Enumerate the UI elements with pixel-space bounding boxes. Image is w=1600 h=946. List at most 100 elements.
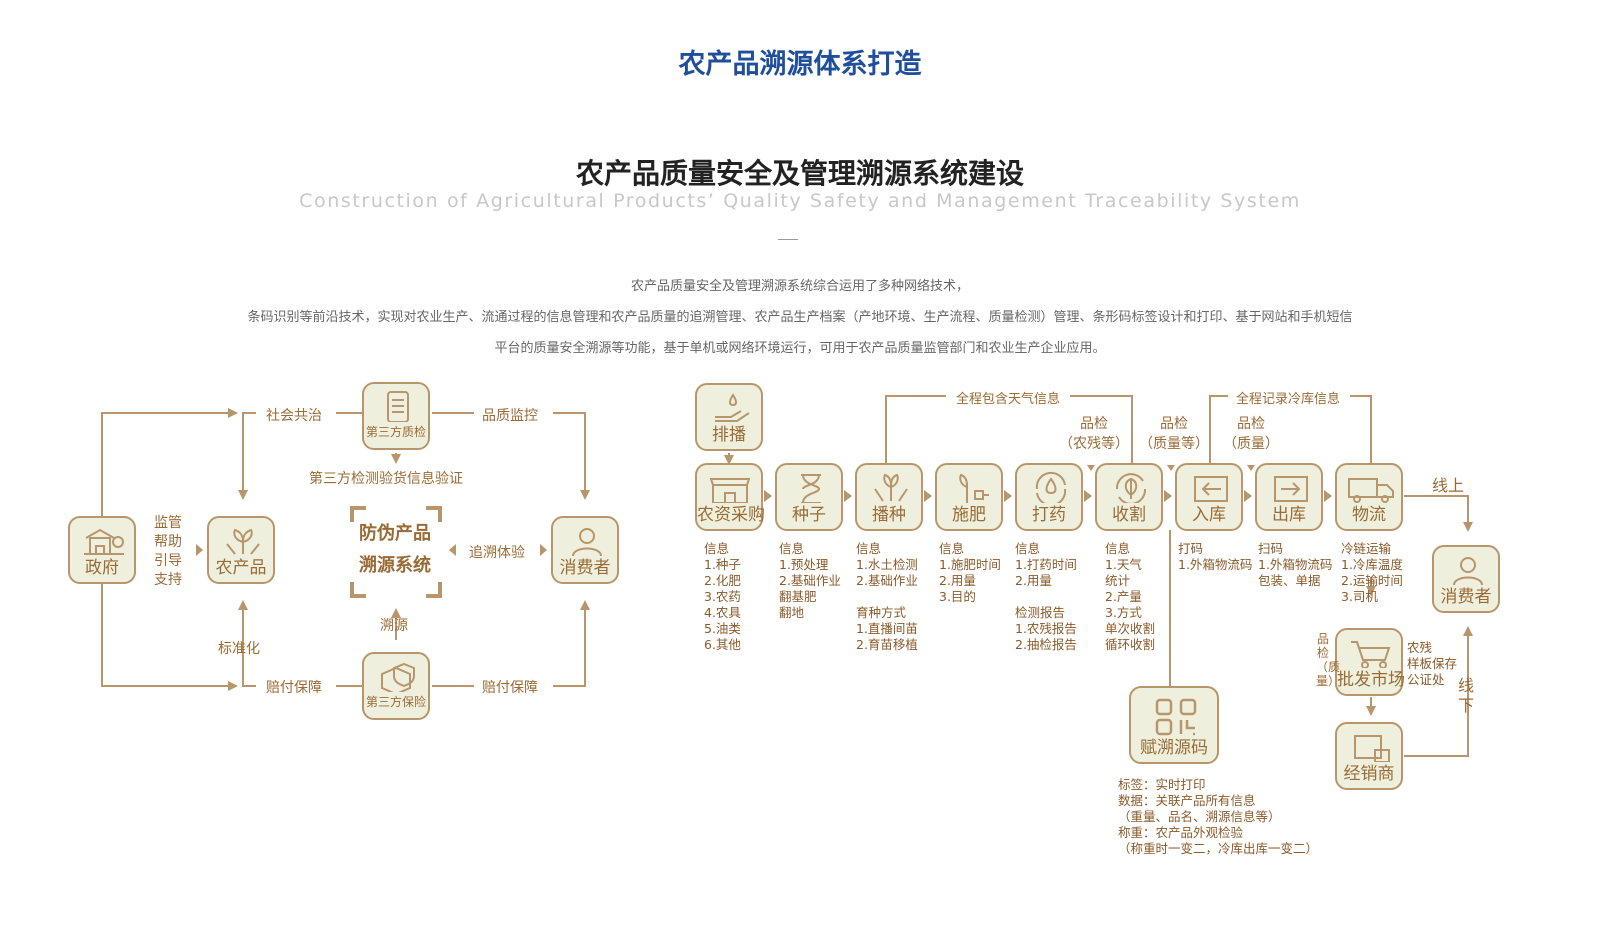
note-line: （称重时一变二，冷库出库一变二）	[1118, 841, 1319, 856]
third-party-qc-label: 第三方质检	[365, 425, 426, 439]
note-line: 2.运输时间	[1341, 573, 1403, 588]
qc-quality-label-2: 品检 （质量）	[1220, 414, 1282, 454]
note-line: 2.育苗移植	[856, 637, 918, 652]
social-governance-label: 社会共治	[266, 408, 322, 424]
qc-quality2-line-1: 品检	[1237, 416, 1265, 432]
note-line: 2.抽检报告	[1015, 637, 1077, 652]
note-line: 2.基础作业	[779, 573, 841, 588]
residue-line-3: 公证处	[1407, 672, 1445, 687]
note-line	[856, 589, 918, 605]
qc-side-label: 品检 （质量）	[1316, 632, 1340, 688]
note-line	[1015, 589, 1077, 605]
consumer-box-right: 消费者	[1432, 545, 1500, 613]
note-line: 1.施肥时间	[939, 557, 1001, 572]
step-label-harvest: 收割	[1112, 505, 1146, 525]
residue-line-2: 样板保存	[1407, 656, 1458, 671]
note-line: 3.目的	[939, 589, 976, 604]
section-subtitle: Construction of Agricultural Products’ Q…	[299, 190, 1301, 212]
step-box-purchase: 农资采购	[695, 463, 765, 531]
residue-line-1: 农残	[1407, 640, 1433, 655]
weather-info-label: 全程包含天气信息	[956, 392, 1061, 407]
supervise-label: 监管 帮助 引导 支持	[154, 514, 182, 590]
step-label-sowing: 播种	[872, 505, 906, 525]
page-title: 农产品溯源体系打造	[678, 49, 922, 80]
sowing-schedule-box: 排播	[695, 383, 763, 451]
trace-code-label: 赋溯源码	[1140, 738, 1208, 758]
note-line: 称重：农产品外观检验	[1118, 825, 1244, 840]
step-box-fertilize: 施肥	[935, 463, 1003, 531]
note-trace-code: 标签：实时打印 数据：关联产品所有信息 （重量、品名、溯源信息等） 称重：农产品…	[1118, 777, 1318, 857]
step-box-sowing: 播种	[855, 463, 923, 531]
note-line: 1.打药时间	[1015, 557, 1077, 572]
note-line: 3.农药	[704, 589, 741, 604]
note-line: 包装、单据	[1258, 573, 1321, 588]
hand-water-drop-icon	[715, 393, 750, 422]
third-party-insurance-label: 第三方保险	[365, 695, 426, 709]
intro-line-1: 农产品质量安全及管理溯源系统综合运用了多种网络技术，	[630, 279, 969, 294]
step-label-seed: 种子	[792, 505, 826, 525]
note-line: 循环收割	[1105, 637, 1156, 652]
drop-cycle-icon	[1035, 471, 1067, 503]
consumer-label-left: 消费者	[559, 558, 611, 578]
compensation-label-2: 赔付保障	[482, 680, 538, 696]
note-line: 数据：关联产品所有信息	[1118, 793, 1256, 808]
step-box-inbound: 入库	[1175, 463, 1243, 531]
truck-icon	[1348, 478, 1394, 503]
step-label-outbound: 出库	[1272, 505, 1306, 525]
leaf-cycle-icon	[1115, 473, 1147, 503]
step-label-purchase: 农资采购	[697, 505, 765, 525]
note-purchase: 信息 1.种子 2.化肥 3.农药 4.农具 5.油类 6.其他	[704, 541, 741, 653]
product-label: 农产品	[215, 558, 267, 578]
qc-side-line-1: 品检	[1316, 632, 1329, 660]
note-logistics: 冷链运输 1.冷库温度 2.运输时间 3.司机	[1341, 541, 1403, 605]
cart-icon	[1351, 641, 1391, 668]
note-sowing: 信息 1.水土检测 2.基础作业 育种方式 1.直播间苗 2.育苗移植	[856, 541, 918, 653]
supervise-line-3: 引导	[154, 553, 182, 569]
note-line: 冷链运输	[1341, 541, 1392, 556]
qc-quality-line-1: 品检	[1160, 416, 1188, 432]
note-spray: 信息 1.打药时间 2.用量 检测报告 1.农残报告 2.抽检报告	[1015, 541, 1077, 653]
government-box: 政府	[68, 516, 136, 584]
compensation-label-1: 赔付保障	[266, 680, 322, 696]
note-harvest: 信息 1.天气 统计 2.产量 3.方式 单次收割 循环收割	[1105, 541, 1155, 653]
supervise-line-4: 支持	[154, 572, 182, 588]
note-line: 2.用量	[1015, 573, 1052, 588]
note-line: 1.天气	[1105, 557, 1142, 572]
note-line: 1.冷库温度	[1341, 557, 1403, 572]
consumer-box-left: 消费者	[551, 516, 619, 584]
tablet-checklist-icon	[387, 391, 409, 422]
note-line: 6.其他	[704, 637, 741, 652]
cold-storage-label: 全程记录冷库信息	[1236, 392, 1341, 407]
offline-label: 线 下	[1458, 676, 1474, 716]
trace-experience-label: 追溯体验	[469, 545, 525, 561]
note-line: 信息	[939, 541, 965, 556]
note-seed: 信息 1.预处理 2.基础作业 翻基肥 翻地	[779, 541, 841, 621]
seedling-hands-icon	[874, 473, 908, 502]
third-party-verify-label: 第三方检测验货信息验证	[309, 471, 463, 487]
qc-quality-line-2: （质量等）	[1139, 436, 1209, 452]
product-box: 农产品	[207, 516, 275, 584]
step-label-spray: 打药	[1032, 505, 1066, 525]
shield-box-icon	[381, 662, 415, 692]
note-outbound: 扫码 1.外箱物流码 包装、单据	[1258, 541, 1332, 589]
note-line: （重量、品名、溯源信息等）	[1118, 809, 1281, 824]
trace-label: 溯源	[380, 618, 408, 634]
third-party-qc-box: 第三方质检	[362, 382, 430, 450]
anti-counterfeit-trace-system: 防伪产品 溯源系统	[347, 504, 443, 598]
note-line: 1.直播间苗	[856, 621, 918, 636]
shop-icon	[709, 478, 751, 503]
person-icon	[1453, 557, 1483, 585]
plant-hands-icon	[226, 528, 260, 555]
standardization-label: 标准化	[218, 641, 260, 657]
supervise-line-1: 监管	[154, 515, 182, 531]
note-line: 信息	[704, 541, 730, 556]
dealer-label: 经销商	[1343, 764, 1395, 784]
note-line: 2.用量	[939, 573, 976, 588]
qc-residue-line-1: 品检	[1080, 416, 1108, 432]
note-line: 翻地	[779, 605, 805, 620]
wholesale-market-box: 批发市场	[1335, 628, 1405, 696]
step-box-outbound: 出库	[1255, 463, 1323, 531]
step-label-inbound: 入库	[1192, 505, 1226, 525]
qc-residue-line-2: （农残等）	[1059, 436, 1129, 452]
